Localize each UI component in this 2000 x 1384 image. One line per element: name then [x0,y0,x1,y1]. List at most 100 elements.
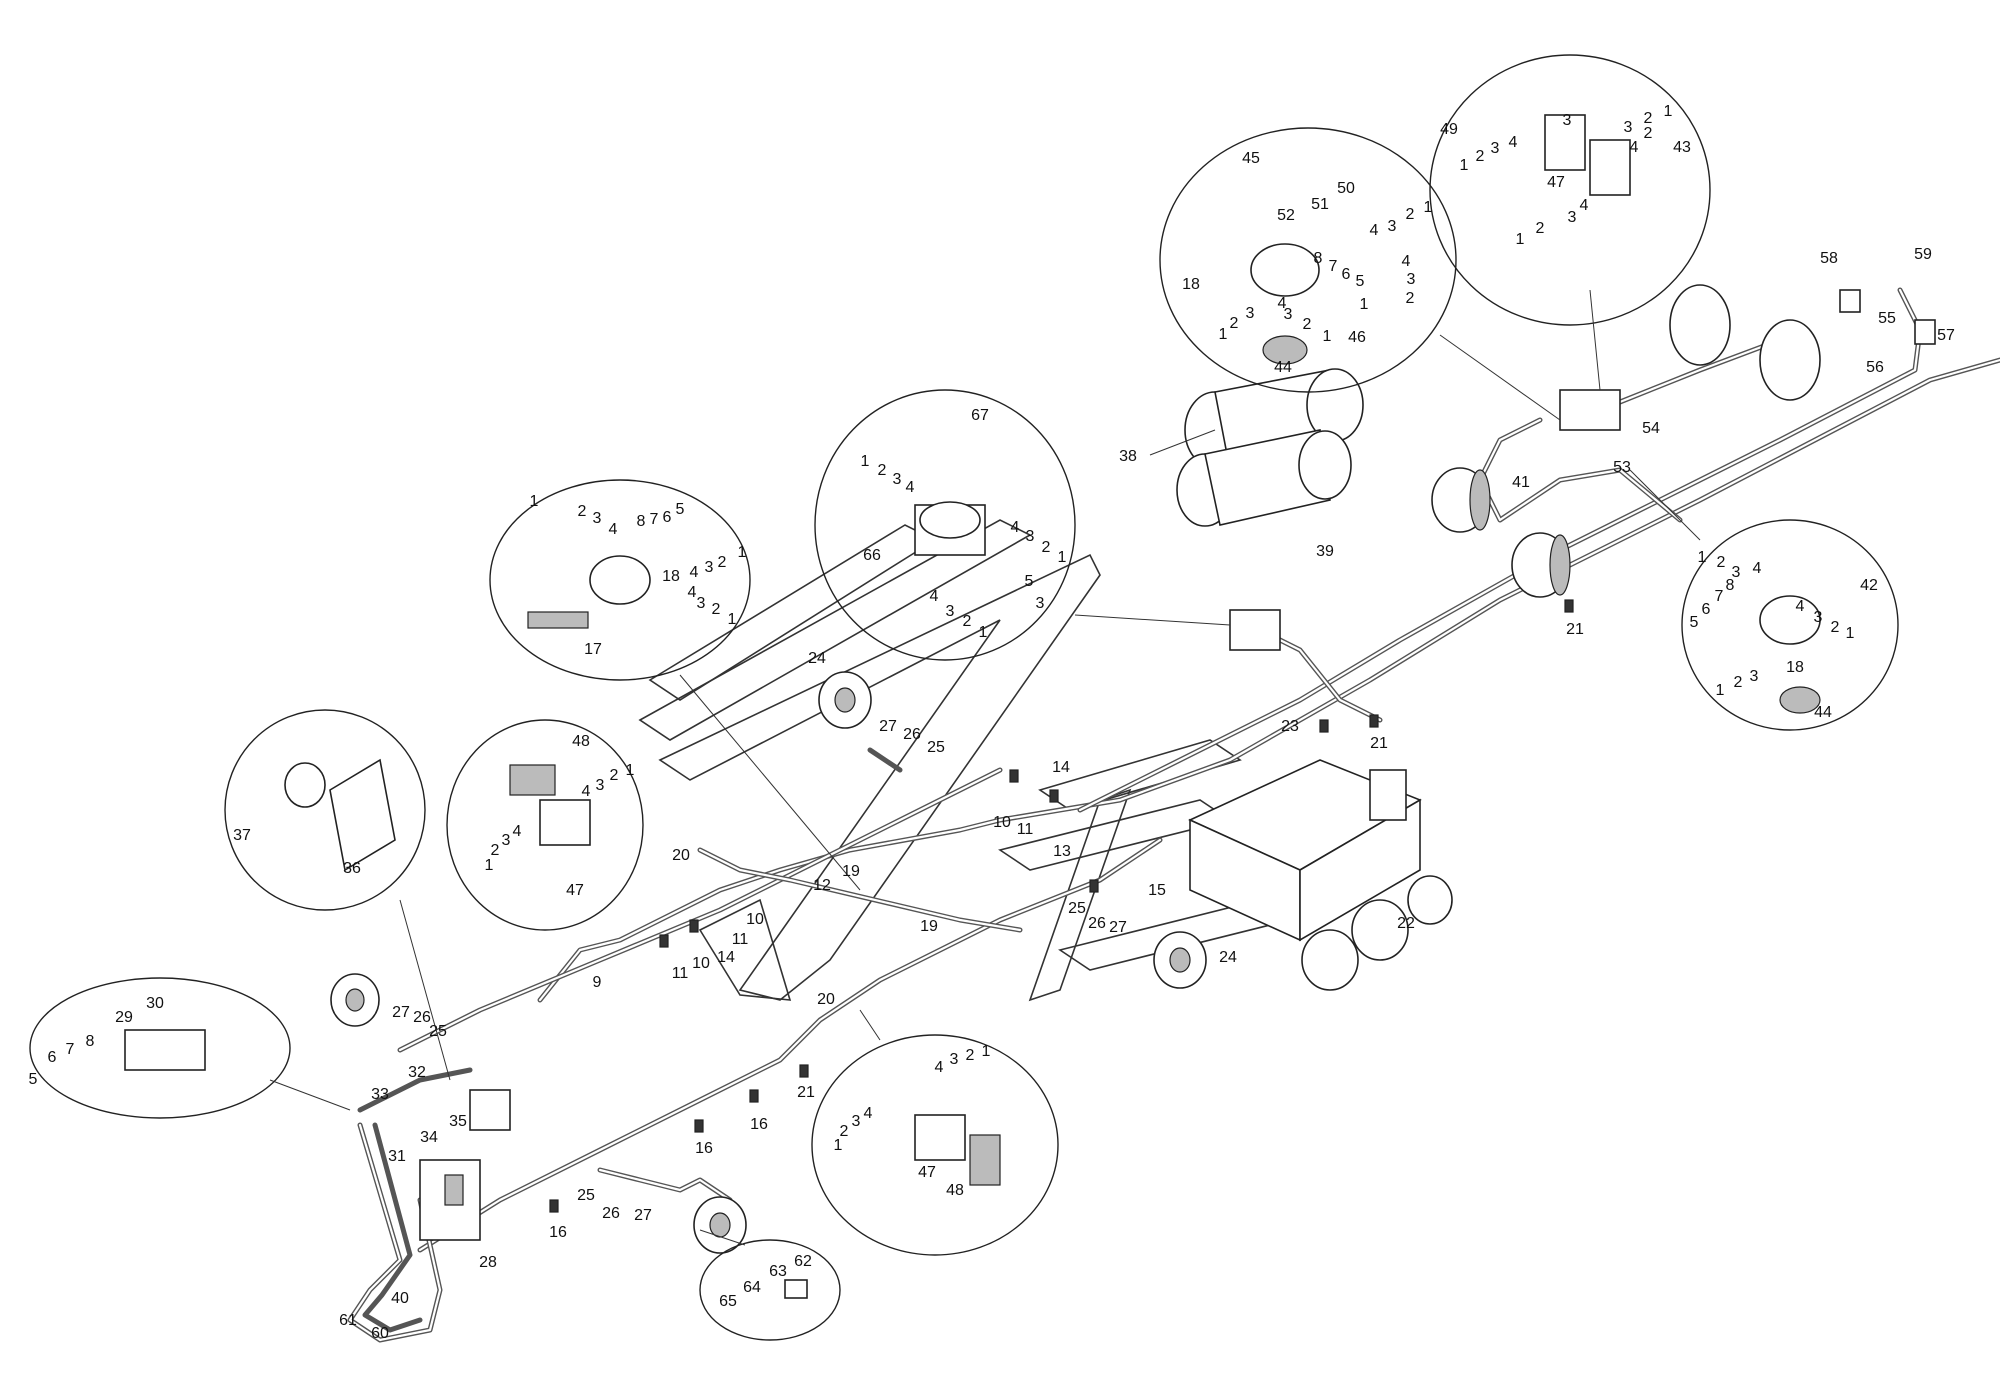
callout-label: 1 [1698,549,1707,566]
callout-label: 1 [1360,296,1369,313]
callout-label: 30 [146,995,164,1012]
callout-label: 27 [879,718,897,735]
detail-bubble-45 [1159,127,1457,393]
relay-valve-block [1229,389,1621,651]
callout-label: 29 [115,1009,133,1026]
callout-label: 1 [1323,328,1332,345]
callout-label: 1 [738,544,747,561]
callout-label: 3 [852,1113,861,1130]
callout-label: 10 [746,911,764,928]
detail-bubble-17 [489,479,751,681]
callout-label: 2 [1303,316,1312,333]
connector-valve-56-59 [1839,289,1936,345]
background-logo-outline [638,519,1292,1002]
callout-label: 19 [920,918,938,935]
callout-label: 13 [1053,843,1071,860]
detail-bubble-42 [1681,519,1899,731]
callout-label: 38 [1119,448,1137,465]
air-pipe-network [347,287,2000,1343]
brake-pedal-valve [419,1089,511,1241]
callout-label: 3 [1563,112,1572,129]
callout-label: 25 [1068,900,1086,917]
callout-label: 33 [371,1086,389,1103]
callout-label: 8 [637,513,646,530]
callout-label: 4 [1580,197,1589,214]
callout-label: 55 [1878,310,1896,327]
callout-label: 21 [1370,735,1388,752]
callout-label: 23 [1281,718,1299,735]
callout-label: 2 [578,503,587,520]
callout-label: 1 [485,857,494,874]
callout-label: 40 [391,1290,409,1307]
callout-label: 16 [750,1116,768,1133]
callout-label: 3 [502,832,511,849]
air-tanks [1176,368,1364,527]
callout-label: 4 [1402,253,1411,270]
callout-label: 2 [840,1123,849,1140]
callout-label: 18 [1786,659,1804,676]
callout-label: 1 [1846,625,1855,642]
callout-label: 36 [343,860,361,877]
callout-label: 37 [233,827,251,844]
callout-label: 1 [1424,199,1433,216]
callout-label: 2 [1717,554,1726,571]
callout-label: 4 [609,521,618,538]
callout-label: 3 [1491,140,1500,157]
callout-label: 49 [1440,121,1458,138]
callout-label: 1 [982,1043,991,1060]
callout-label: 47 [1547,174,1565,191]
callout-label: 1 [1716,682,1725,699]
callout-label: 39 [1316,543,1334,560]
callout-label: 60 [371,1325,389,1342]
callout-label: 18 [662,568,680,585]
callout-label: 6 [663,509,672,526]
callout-label: 42 [1860,577,1878,594]
callout-label: 64 [743,1279,761,1296]
line-clips [549,599,1574,1213]
detail-bubble-47-upper [446,719,644,931]
callout-label: 3 [1732,564,1741,581]
callout-label: 4 [513,823,522,840]
detail-bubble-47-lower [811,1034,1059,1256]
callout-label: 5 [1025,573,1034,590]
callout-label: 27 [392,1004,410,1021]
callout-label: 1 [1516,231,1525,248]
callout-label: 3 [596,777,605,794]
callout-label: 5 [1356,273,1365,290]
callout-label: 4 [1370,222,1379,239]
callout-label: 2 [1734,674,1743,691]
callout-label: 1 [1460,157,1469,174]
callout-label: 7 [1329,258,1338,275]
callout-label: 48 [946,1182,964,1199]
callout-label: 4 [1796,598,1805,615]
callout-label: 45 [1242,150,1260,167]
callout-label: 11 [672,965,689,982]
callout-label: 51 [1311,196,1329,213]
callout-label: 1 [1058,549,1067,566]
callout-label: 65 [719,1293,737,1310]
callout-label: 56 [1866,359,1884,376]
callout-label: 2 [1644,110,1653,127]
callout-label: 4 [906,479,915,496]
rear-brake-chambers [1431,284,1821,598]
callout-label: 19 [842,863,860,880]
callout-label: 4 [930,588,939,605]
callout-label: 2 [1536,220,1545,237]
leader-lines [269,289,1701,1246]
callout-label: 16 [695,1140,713,1157]
callout-label: 41 [1512,474,1530,491]
callout-label: 17 [584,641,602,658]
callout-label: 27 [634,1207,652,1224]
callout-label: 11 [1017,821,1034,838]
callout-label: 4 [1509,134,1518,151]
callout-label: 3 [1284,306,1293,323]
detail-bubble-29 [29,977,291,1119]
callout-label: 31 [388,1148,406,1165]
callout-label: 3 [1246,305,1255,322]
callout-label: 28 [479,1254,497,1271]
callout-label: 3 [697,595,706,612]
callout-label: 2 [610,767,619,784]
callout-label: 6 [1342,266,1351,283]
